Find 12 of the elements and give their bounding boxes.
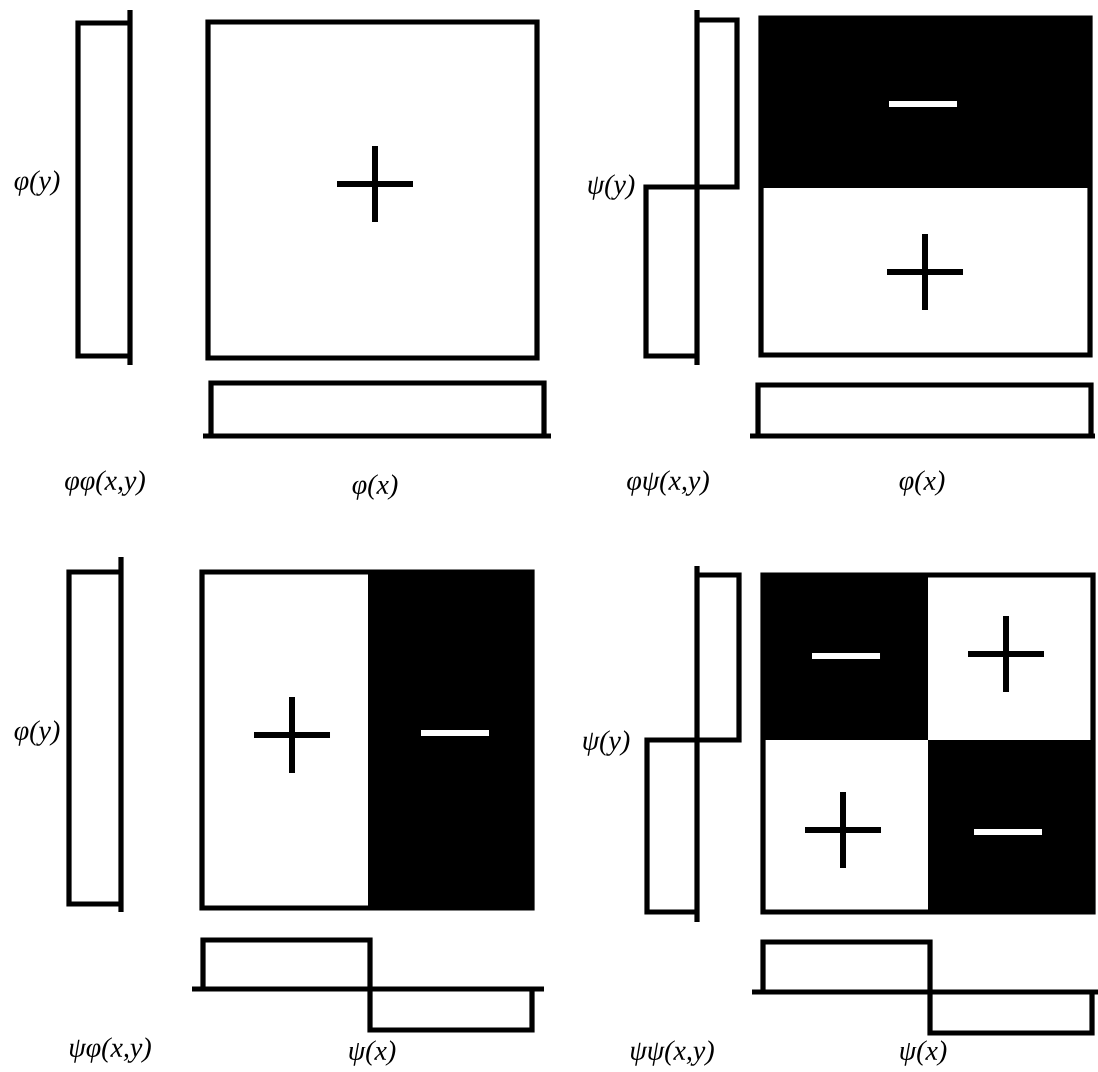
- function-label: φφ(x,y): [65, 470, 145, 496]
- function-label: ψ(x): [349, 1040, 396, 1066]
- function-label: ψ(y): [583, 730, 630, 756]
- function-label: ψφ(x,y): [69, 1037, 151, 1063]
- function-label: φψ(x,y): [627, 470, 709, 496]
- function-label: φ(x): [899, 470, 945, 496]
- function-label: φ(x): [352, 474, 398, 500]
- function-label: ψ(y): [588, 174, 635, 200]
- function-label: φ(y): [14, 720, 60, 746]
- function-label: φ(y): [14, 170, 60, 196]
- function-label: ψ(x): [900, 1040, 947, 1066]
- function-label: ψψ(x,y): [631, 1040, 714, 1066]
